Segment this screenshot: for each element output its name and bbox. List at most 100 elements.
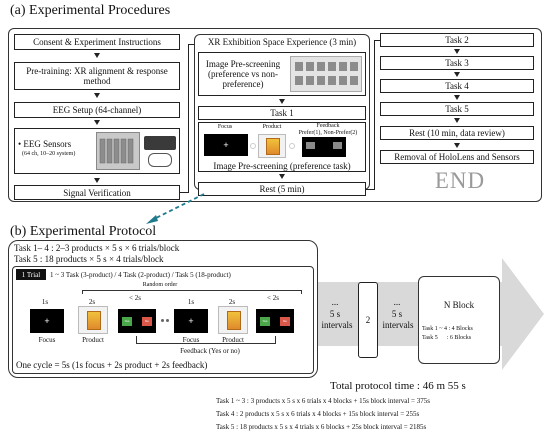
random-order-label: Random order — [142, 281, 178, 288]
eeg-setup-box: EEG Setup (64-channel) — [14, 102, 180, 118]
arrow-left-4 — [94, 178, 100, 183]
dashed-link-arrow — [146, 193, 205, 224]
block-2-box: 2 — [358, 282, 378, 358]
section-b-frame — [8, 240, 318, 378]
arrow-right-2 — [454, 72, 460, 77]
arrow-right-1 — [454, 49, 460, 54]
exhibition-space-image — [290, 56, 362, 92]
arrow-right-dot-a — [250, 143, 256, 149]
section-a-title: (a) Experimental Procedures — [10, 3, 171, 18]
section-b-title: (b) Experimental Protocol — [10, 224, 157, 239]
time-2s-b: 2s — [228, 298, 236, 306]
arrow-right-5 — [454, 143, 460, 148]
fixation-cross-icon: + — [223, 140, 229, 150]
rest5-box: Rest (5 min) — [198, 182, 366, 196]
focus-label-b: Focus — [182, 336, 200, 344]
time-1s-a: 1s — [41, 298, 49, 306]
arrow-right-4 — [454, 118, 460, 123]
total-protocol-time: Total protocol time : 46 m 55 s — [330, 380, 466, 392]
feedback-no: No — [142, 317, 152, 326]
trial-frame — [12, 266, 314, 374]
task1-focus-label: Focus — [217, 124, 233, 130]
trial-product-image-b — [218, 306, 248, 334]
feedback-no: No — [280, 317, 290, 326]
consent-box: Consent & Experiment Instructions — [14, 34, 180, 50]
calc-line-2: Task 4 : 2 products x 5 s x 6 trials x 4… — [216, 410, 420, 418]
arrow-left-3 — [94, 120, 100, 125]
image-prescreening-task-label: Image Pre-screening (preference task) — [213, 160, 351, 171]
fixation-cross-icon: + — [188, 316, 194, 326]
eeg-sensors-title: • EEG Sensors — [18, 139, 72, 149]
calc-line-3: Task 5 : 18 products x 5 s x 4 trials x … — [216, 423, 427, 431]
arrow-left-2 — [94, 93, 100, 98]
arrow-left-1 — [94, 53, 100, 58]
signal-verification-box: Signal Verification — [14, 185, 180, 200]
feedback-yes: Yes — [122, 317, 132, 326]
task1-feedback-label: Feedback — [316, 123, 340, 129]
eeg-sensors-sub: (64 ch, 10–20 system) — [22, 151, 76, 157]
connector-mid-right-v — [374, 40, 375, 190]
product-label-b: Product — [222, 336, 244, 344]
task1-focus-screen: + — [204, 134, 248, 156]
task5-box: Task 5 — [380, 102, 534, 116]
rest10-box: Rest (10 min, data review) — [380, 126, 534, 140]
feedback-option-1 — [306, 142, 315, 149]
n-block-box — [418, 276, 500, 364]
time-1s-b: 1s — [187, 298, 195, 306]
one-cycle-label: One cycle = 5s (1s focus + 2s product + … — [16, 360, 208, 370]
image-prescreening-label: Image Pre-screening (preference vs non-p… — [205, 59, 281, 89]
focus-label-a: Focus — [38, 336, 56, 344]
trial-feedback-screen-b: Yes No — [256, 309, 294, 333]
trial-focus-screen-b: + — [174, 309, 208, 333]
feedback-bracket — [136, 336, 276, 344]
calc-line-1: Task 1 ~ 3 : 3 products x 5 s x 6 trials… — [216, 397, 430, 405]
task1-product-image — [258, 134, 286, 158]
n-block-line1: Task 1 ~ 4 : 4 Blocks — [422, 326, 473, 332]
time-2s-a: 2s — [88, 298, 96, 306]
sequence-dot-2 — [166, 319, 169, 322]
pretraining-box: Pre-training: XR alignment & response me… — [14, 62, 180, 90]
product-box-icon — [266, 138, 280, 155]
interval-label-2b: intervals — [382, 320, 414, 330]
trial-product-image-a — [78, 306, 108, 334]
arrow-mid-1 — [279, 99, 285, 104]
arrow-right-3 — [454, 95, 460, 100]
trial-desc: 1 ~ 3 Task (3-product) / 4 Task (2-produ… — [50, 271, 231, 279]
connector-left-middle-top — [188, 44, 194, 45]
n-block-title: N Block — [443, 300, 475, 310]
task1-box: Task 1 — [198, 106, 366, 120]
removal-box: Removal of HoloLens and Sensors — [380, 150, 534, 164]
n-block-line2: Task 5 : 6 Blocks — [422, 335, 472, 341]
section-b-line2: Task 5 : 18 products × 5 s × 4 trials/bl… — [14, 254, 164, 264]
product-box-icon — [87, 311, 101, 330]
connector-left-middle-h — [180, 192, 188, 193]
feedback-option-2 — [333, 142, 342, 149]
product-label-a: Product — [82, 336, 104, 344]
eeg-cable-image — [148, 153, 172, 167]
interval-dots-2: ... — [393, 297, 401, 307]
interval-label-1b: intervals — [321, 320, 353, 330]
eeg-device-image — [96, 132, 140, 170]
product-box-icon — [227, 311, 241, 330]
feedback-yes: Yes — [260, 317, 270, 326]
task1-product-label: Product — [262, 124, 282, 130]
task1-feedback-screen — [302, 137, 346, 157]
feedback-yes-no-label: Feedback (Yes or no) — [180, 347, 240, 355]
time-lt2s-b: < 2s — [267, 294, 279, 302]
xr-exhibition-title: XR Exhibition Space Experience (3 min) — [207, 37, 357, 47]
arrow-right-dot-b — [289, 143, 295, 149]
trial-feedback-screen-a: Yes No — [118, 309, 156, 333]
interval-label-2a: 5 s — [391, 309, 403, 319]
trial-focus-screen-a: + — [30, 309, 64, 333]
sequence-dot-1 — [161, 319, 164, 322]
time-lt2s-a: < 2s — [129, 294, 141, 302]
trial-tag: 1 Trial — [16, 269, 46, 280]
connector-mid-right-h — [366, 189, 374, 190]
task2-box: Task 2 — [380, 33, 534, 47]
section-a-frame — [8, 28, 542, 202]
task3-box: Task 3 — [380, 56, 534, 70]
end-label: END — [434, 168, 486, 193]
arrow-mid-2 — [279, 174, 285, 179]
section-b-line1: Task 1– 4 : 2–3 products × 5 s × 6 trial… — [14, 243, 180, 253]
